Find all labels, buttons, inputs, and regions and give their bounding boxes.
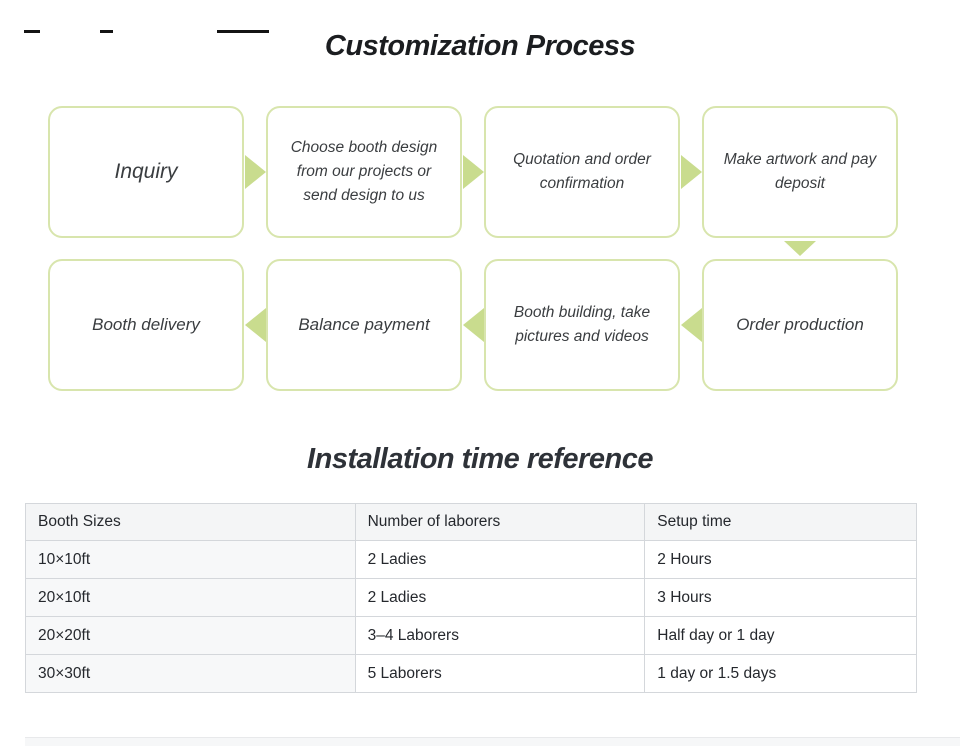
flow-connector xyxy=(462,106,484,238)
flow-row-1: Inquiry Choose booth design from our pro… xyxy=(48,106,898,238)
flow-connector xyxy=(244,106,266,238)
flow-row-2: Booth delivery Balance payment Booth bui… xyxy=(48,259,898,391)
top-cutoff-text-fragment xyxy=(217,30,269,33)
flow-connector xyxy=(462,259,484,391)
installation-time-table: Booth Sizes Number of laborers Setup tim… xyxy=(25,503,917,693)
table-row: 20×20ft 3–4 Laborers Half day or 1 day xyxy=(25,616,917,655)
flow-box-artwork-deposit: Make artwork and pay deposit xyxy=(702,106,898,238)
customization-flowchart: Inquiry Choose booth design from our pro… xyxy=(48,106,898,391)
installation-time-title: Installation time reference xyxy=(307,443,653,475)
table-header-row: Booth Sizes Number of laborers Setup tim… xyxy=(25,503,917,541)
flow-box-inquiry: Inquiry xyxy=(48,106,244,238)
table-row: 30×30ft 5 Laborers 1 day or 1.5 days xyxy=(25,654,917,693)
arrow-right-icon xyxy=(244,155,266,189)
cell-booth-size: 20×10ft xyxy=(25,578,356,617)
customization-process-title: Customization Process xyxy=(324,30,636,62)
arrow-left-icon xyxy=(244,308,266,342)
cell-laborers: 2 Ladies xyxy=(354,578,646,617)
header-setup-time: Setup time xyxy=(644,503,917,541)
cell-booth-size: 20×20ft xyxy=(25,616,356,655)
top-cutoff-text-fragment xyxy=(24,30,40,33)
arrow-right-icon xyxy=(680,155,702,189)
header-number-of-laborers: Number of laborers xyxy=(354,503,646,541)
flow-connector xyxy=(680,106,702,238)
arrow-down-icon xyxy=(784,241,816,256)
cell-setup-time: Half day or 1 day xyxy=(644,616,917,655)
cell-laborers: 5 Laborers xyxy=(354,654,646,693)
cell-booth-size: 10×10ft xyxy=(25,540,356,579)
flow-box-choose-design: Choose booth design from our projects or… xyxy=(266,106,462,238)
top-cutoff-text-fragment xyxy=(100,30,113,33)
cell-setup-time: 1 day or 1.5 days xyxy=(644,654,917,693)
table-row: 20×10ft 2 Ladies 3 Hours xyxy=(25,578,917,617)
cell-setup-time: 2 Hours xyxy=(644,540,917,579)
table-row: 10×10ft 2 Ladies 2 Hours xyxy=(25,540,917,579)
flow-row-gap xyxy=(48,238,898,259)
flow-box-booth-delivery: Booth delivery xyxy=(48,259,244,391)
flow-box-quotation: Quotation and order confirmation xyxy=(484,106,680,238)
cell-laborers: 2 Ladies xyxy=(354,540,646,579)
arrow-left-icon xyxy=(680,308,702,342)
cell-setup-time: 3 Hours xyxy=(644,578,917,617)
flow-connector xyxy=(680,259,702,391)
cell-laborers: 3–4 Laborers xyxy=(354,616,646,655)
next-section-cutoff-strip xyxy=(25,737,960,746)
flow-box-booth-building: Booth building, take pictures and videos xyxy=(484,259,680,391)
cell-booth-size: 30×30ft xyxy=(25,654,356,693)
flow-box-balance-payment: Balance payment xyxy=(266,259,462,391)
arrow-right-icon xyxy=(462,155,484,189)
arrow-left-icon xyxy=(462,308,484,342)
flow-connector xyxy=(244,259,266,391)
flow-box-order-production: Order production xyxy=(702,259,898,391)
header-booth-sizes: Booth Sizes xyxy=(25,503,356,541)
